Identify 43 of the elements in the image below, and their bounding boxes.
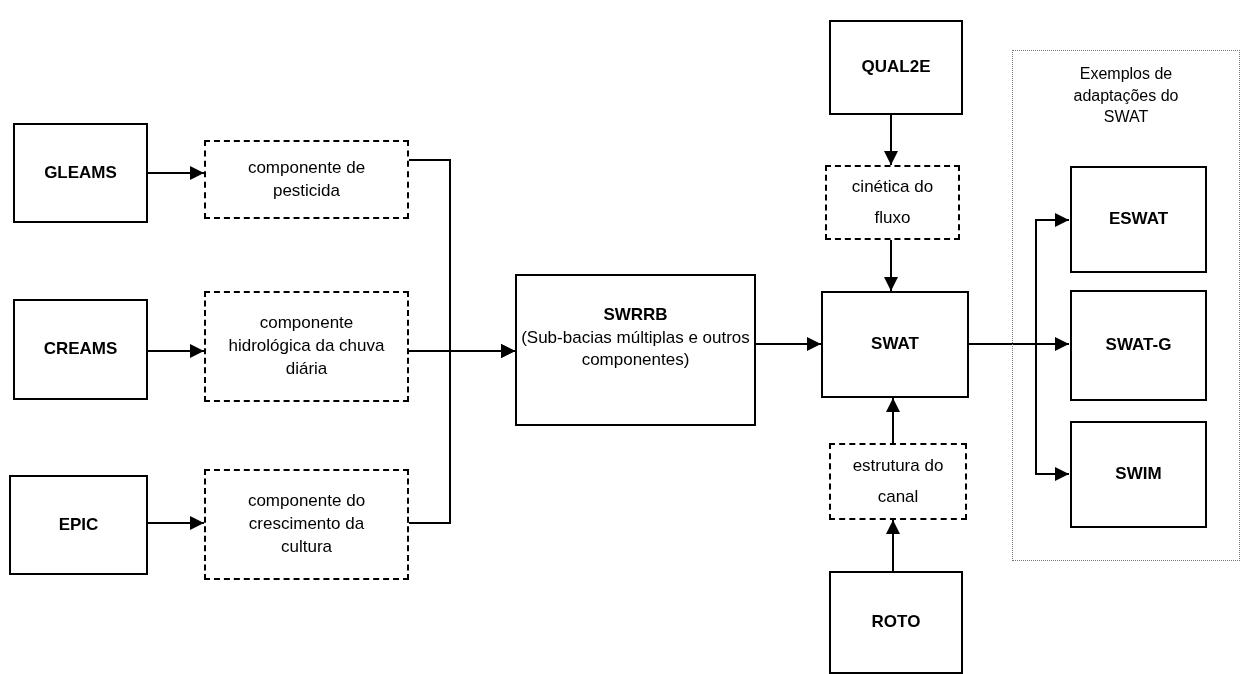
component-box [204,291,409,402]
model-box [9,475,148,575]
component-box [829,443,967,520]
component-box [204,140,409,219]
model-name: SWAT [871,333,919,356]
arrow [147,344,205,358]
group-frame [1012,50,1240,561]
component-box [204,469,409,580]
model-name: QUAL2E [861,56,931,79]
model-box [829,571,963,674]
arrow [147,166,205,180]
model-box [13,123,148,223]
arrow [408,344,516,524]
model-name: ESWAT [1108,208,1169,231]
component-label: estrutura do canal [851,454,945,508]
model-box [829,20,963,115]
component-label: cinética do fluxo [850,175,935,229]
arrow [884,114,898,166]
arrow [884,239,898,292]
group-heading: Exemplos de adaptações do SWAT [1072,64,1180,128]
arrow [147,516,205,530]
arrow [968,343,1070,481]
arrow [886,397,900,444]
model-description: (Sub-bacias múltiplas e outros componentes) [520,326,751,372]
model-box [821,291,969,398]
component-label: componente de pesticida [246,156,367,202]
arrow [755,337,822,351]
model-name: EPIC [58,513,99,536]
model-box [515,274,756,426]
model-name: SWIM [1115,463,1162,486]
component-box [825,165,960,240]
component-label: componente hidrológica da chuva diária [227,312,386,380]
component-label: componente do crescimento da cultura [246,490,367,558]
model-box [13,299,148,400]
model-box [1070,421,1207,528]
model-name: SWRRB [603,303,668,326]
arrow [886,519,900,572]
model-name: SWAT-G [1105,334,1172,357]
model-name: GLEAMS [44,161,117,184]
model-box [1070,166,1207,273]
model-box [1070,290,1207,401]
model-name: CREAMS [43,338,118,361]
model-name: ROTO [871,611,921,634]
